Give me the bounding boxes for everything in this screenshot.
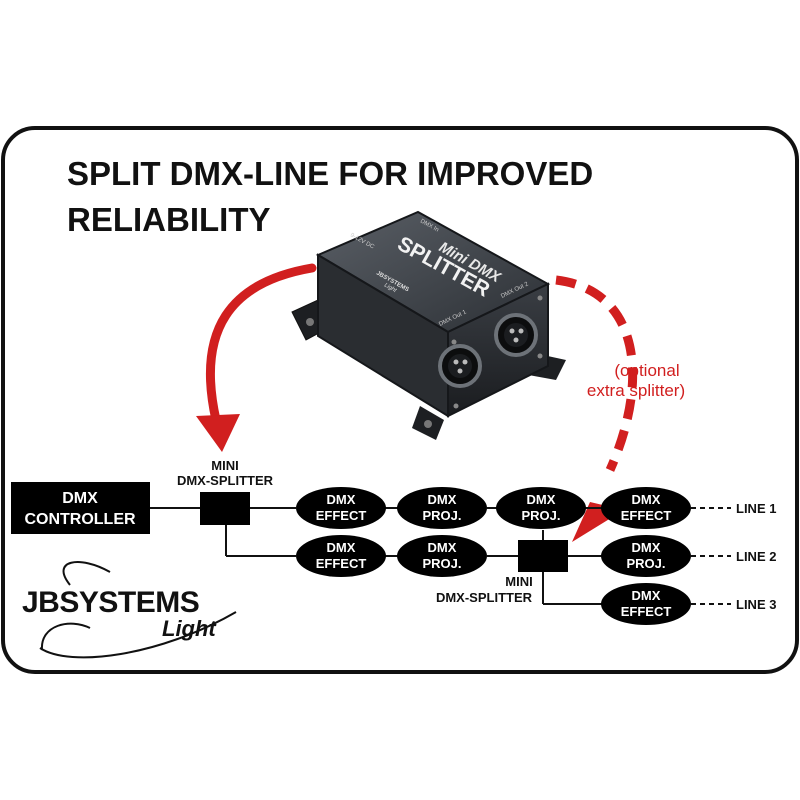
note-line1: (optional xyxy=(614,361,679,380)
device-maker-sub: Light xyxy=(383,283,398,295)
svg-text:DMX: DMX xyxy=(527,492,556,507)
line-dashes xyxy=(691,507,731,605)
diagram-title-line2: RELIABILITY xyxy=(67,201,271,238)
line-label-2: LINE 2 xyxy=(736,549,776,564)
dmx-controller-box xyxy=(11,482,150,534)
xlr-connector-icon xyxy=(494,313,538,357)
fixture-5: DMX EFFECT xyxy=(296,535,386,577)
logo-name: JBSYSTEMS xyxy=(22,586,199,619)
note-line2: extra splitter) xyxy=(587,381,685,400)
line-label-1: LINE 1 xyxy=(736,501,776,516)
svg-text:DMX: DMX xyxy=(632,588,661,603)
svg-text:PROJ.: PROJ. xyxy=(422,556,461,571)
mini-splitter-1-line2: DMX-SPLITTER xyxy=(177,473,274,488)
diagram-title-line1: SPLIT DMX-LINE FOR IMPROVED xyxy=(67,155,593,192)
svg-text:DMX: DMX xyxy=(632,540,661,555)
fixture-1: DMX EFFECT xyxy=(296,487,386,529)
svg-text:EFFECT: EFFECT xyxy=(316,508,367,523)
svg-text:DMX: DMX xyxy=(428,492,457,507)
mini-splitter-box-2 xyxy=(518,540,568,572)
svg-text:DMX: DMX xyxy=(428,540,457,555)
red-solid-arrow xyxy=(205,263,317,425)
svg-text:PROJ.: PROJ. xyxy=(422,508,461,523)
svg-text:EFFECT: EFFECT xyxy=(621,604,672,619)
red-dashed-arrow xyxy=(555,275,638,472)
splitter-device-illustration: Mini DMX SPLITTER JBSYSTEMS Light 9-12V … xyxy=(291,210,566,440)
svg-text:PROJ.: PROJ. xyxy=(521,508,560,523)
svg-text:PROJ.: PROJ. xyxy=(626,556,665,571)
mini-splitter-2-line2: DMX-SPLITTER xyxy=(436,590,533,605)
dmx-controller-line1: DMX xyxy=(62,490,98,507)
fixture-6: DMX PROJ. xyxy=(397,535,487,577)
xlr-connector-icon xyxy=(438,344,482,388)
mini-splitter-1-line1: MINI xyxy=(211,458,238,473)
fixture-3: DMX PROJ. xyxy=(496,487,586,529)
red-solid-arrowhead xyxy=(196,414,240,452)
svg-text:DMX: DMX xyxy=(632,492,661,507)
fixture-8: DMX EFFECT xyxy=(601,583,691,625)
fixture-4: DMX EFFECT xyxy=(601,487,691,529)
fixture-7: DMX PROJ. xyxy=(601,535,691,577)
svg-text:DMX: DMX xyxy=(327,540,356,555)
fixture-2: DMX PROJ. xyxy=(397,487,487,529)
mini-splitter-box-1 xyxy=(200,492,250,525)
line-label-3: LINE 3 xyxy=(736,597,776,612)
mini-splitter-2-line1: MINI xyxy=(505,574,532,589)
svg-text:DMX: DMX xyxy=(327,492,356,507)
logo-sub: Light xyxy=(162,616,217,641)
svg-text:EFFECT: EFFECT xyxy=(621,508,672,523)
jbsystems-logo: JBSYSTEMS Light xyxy=(22,561,237,659)
svg-text:EFFECT: EFFECT xyxy=(316,556,367,571)
dmx-controller-line2: CONTROLLER xyxy=(24,511,136,528)
diagram-frame xyxy=(1,126,799,674)
